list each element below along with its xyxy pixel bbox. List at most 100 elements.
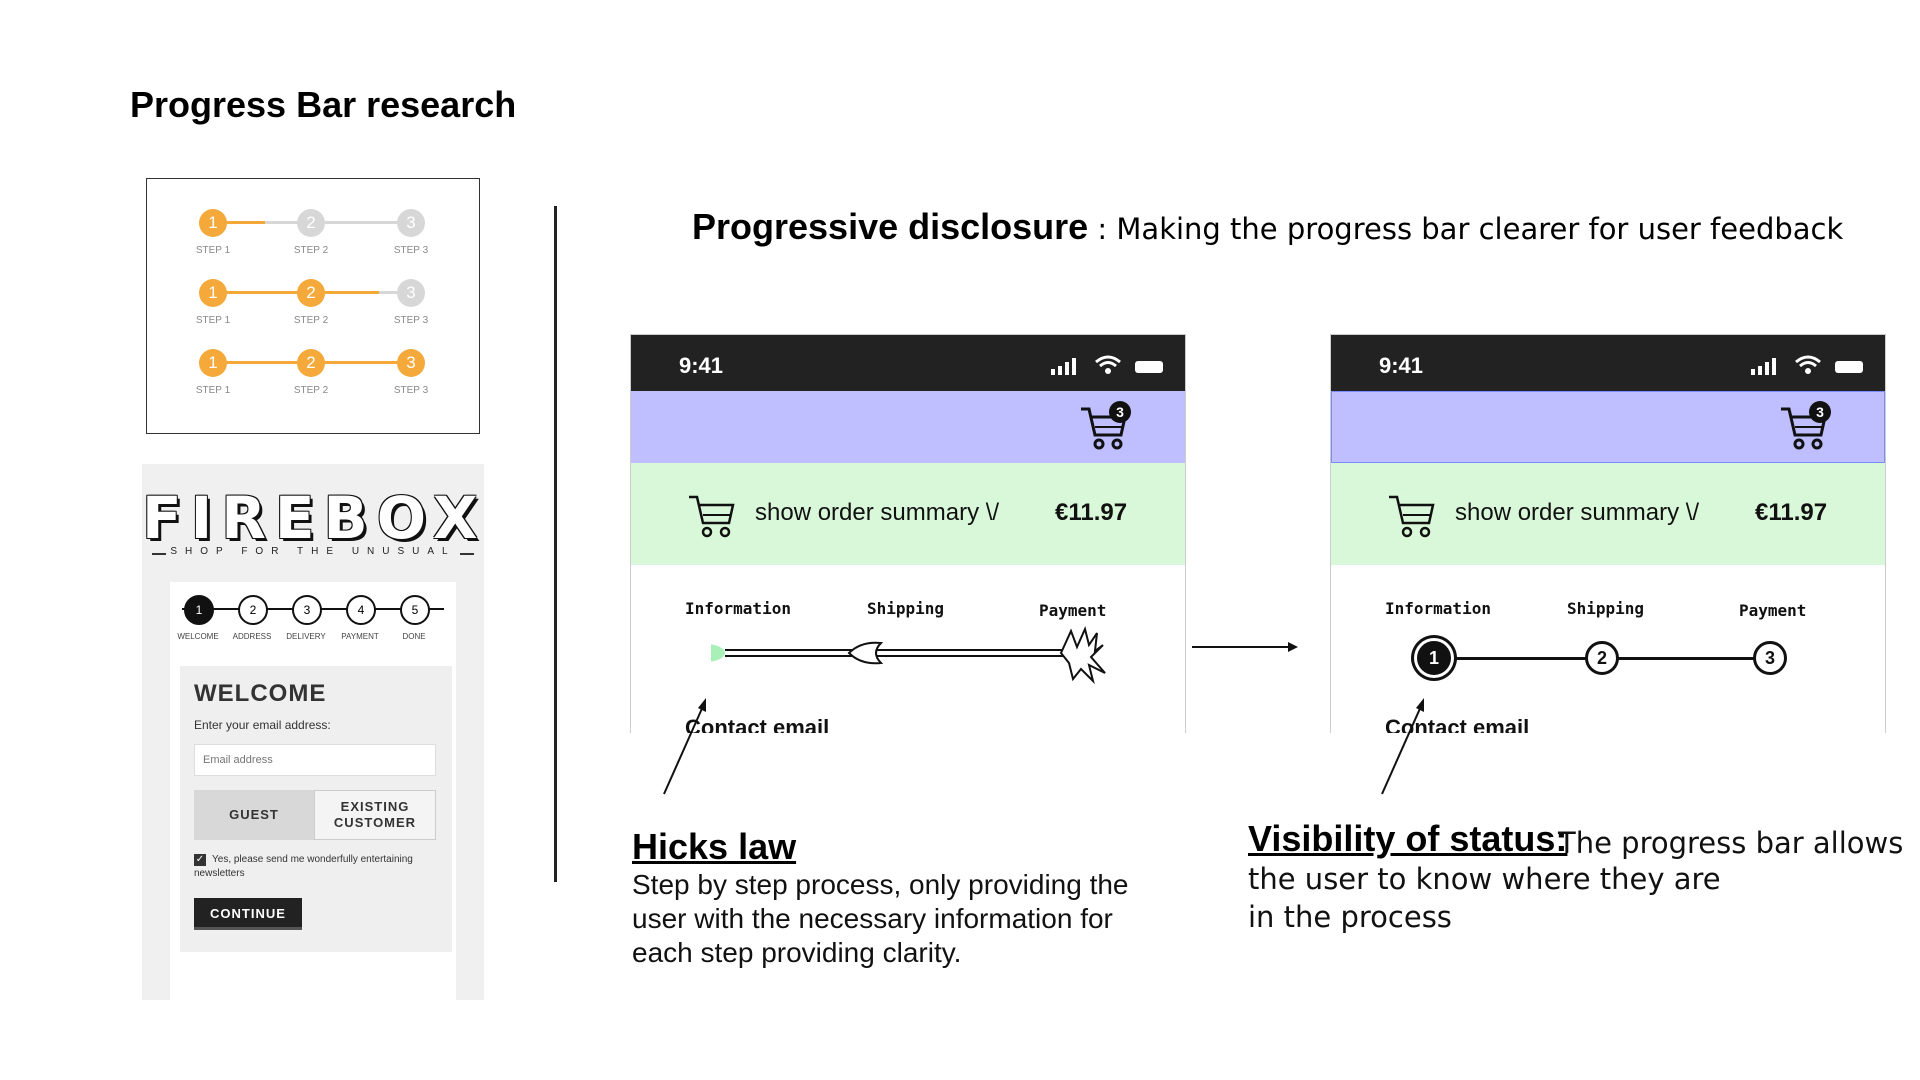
hicks-law-body: Step by step process, only providing the… (632, 869, 1129, 968)
newsletter-label-cont: newsletters (194, 868, 245, 879)
progress-label-payment: Payment (1739, 601, 1807, 620)
step-label: STEP 3 (393, 315, 429, 326)
visibility-body-line1: The progress bar allows (1558, 826, 1904, 860)
section-heading: Progressive disclosure : Making the prog… (692, 206, 1843, 248)
email-label: Enter your email address: (194, 718, 331, 732)
checkout-panel: 1 2 3 4 5 WELCOME ADDRESS DELIVERY PAYME… (170, 582, 456, 1000)
battery-icon (1135, 361, 1163, 373)
arrow-progress-graphic (711, 625, 1106, 685)
progress-line-empty (265, 221, 425, 224)
status-bar: 9:41 (631, 335, 1185, 391)
right-arrow-icon (1192, 642, 1298, 652)
progress-label-shipping: Shipping (867, 599, 945, 618)
step-label: STEP 1 (195, 385, 231, 396)
email-input[interactable] (194, 744, 436, 776)
status-time: 9:41 (1379, 353, 1424, 378)
step-label: STEP 1 (195, 245, 231, 256)
visibility-body-line3: in the process (1248, 900, 1452, 934)
newsletter-checkbox[interactable]: ✓ (194, 854, 206, 866)
firebox-checkout-example: FIREBOX SHOP FOR THE UNUSUAL 1 2 3 4 5 W… (142, 464, 484, 1000)
step-circle: 3 (397, 209, 425, 237)
progress-line-filled (209, 291, 379, 294)
step-label: STEP 3 (393, 385, 429, 396)
step-circle: 3 (397, 279, 425, 307)
pointer-arrow-icon (1381, 698, 1424, 795)
existing-label-line2: CUSTOMER (333, 815, 417, 830)
order-summary-bar[interactable]: show order summary \/ €11.97 (631, 463, 1185, 565)
contact-email-heading: Contact email (685, 715, 830, 733)
checkout-step-delivery: 3 (292, 595, 322, 625)
progress-label-information: Information (685, 599, 791, 618)
hicks-law-title: Hicks law (632, 826, 797, 867)
step-label: STEP 2 (293, 385, 329, 396)
step-label: STEP 1 (195, 315, 231, 326)
step-circle: 3 (397, 349, 425, 377)
step-circle: 1 (199, 349, 227, 377)
newsletter-label: Yes, please send me wonderfully entertai… (212, 854, 413, 865)
contact-email-heading: Contact email (1385, 715, 1530, 733)
step-row-3: 1 2 3 STEP 1 STEP 2 STEP 3 (147, 349, 479, 409)
welcome-form: WELCOME Enter your email address: GUEST … (180, 666, 452, 952)
generic-steps-example: 1 2 3 STEP 1 STEP 2 STEP 3 1 2 3 STEP 1 … (146, 178, 480, 434)
battery-icon (1835, 361, 1863, 373)
order-summary-toggle[interactable]: show order summary \/ (755, 499, 1000, 526)
progress-step-3: 3 (1753, 641, 1787, 675)
cart-icon (689, 495, 735, 538)
step-row-1: 1 2 3 STEP 1 STEP 2 STEP 3 (147, 209, 479, 269)
step-circle: 1 (199, 209, 227, 237)
checkout-step-label: DONE (402, 632, 426, 641)
existing-label-line1: EXISTING (340, 799, 410, 814)
order-total: €11.97 (1755, 499, 1828, 526)
signal-icon (1051, 358, 1076, 375)
checkout-step-address: 2 (238, 595, 268, 625)
order-summary-bar[interactable]: show order summary \/ €11.97 (1331, 463, 1885, 565)
order-summary-toggle[interactable]: show order summary \/ (1455, 499, 1700, 526)
pointer-arrow-icon (663, 698, 706, 795)
checkout-step-done: 5 (400, 595, 430, 625)
firebox-tagline: SHOP FOR THE UNUSUAL (142, 546, 484, 557)
progress-label-shipping: Shipping (1567, 599, 1645, 618)
step-circle: 2 (297, 209, 325, 237)
guest-button[interactable]: GUEST (194, 790, 314, 840)
step-circle: 1 (199, 279, 227, 307)
step-label: STEP 3 (393, 245, 429, 256)
progress-line-filled (209, 221, 265, 224)
checkout-step-label: PAYMENT (341, 632, 379, 641)
step-row-2: 1 2 3 STEP 1 STEP 2 STEP 3 (147, 279, 479, 339)
signal-icon (1751, 358, 1776, 375)
welcome-heading: WELCOME (194, 680, 327, 707)
step-circle: 2 (297, 349, 325, 377)
cart-badge: 3 (1809, 401, 1831, 423)
progress-step-1: 1 (1417, 641, 1451, 675)
wifi-icon (1095, 355, 1121, 374)
checkout-step-welcome: 1 (184, 595, 214, 625)
status-time: 9:41 (679, 353, 724, 378)
phone-mockup-before: 9:41 3 show order summary \/ €11.97 Info… (630, 334, 1186, 733)
order-total: €11.97 (1055, 499, 1128, 526)
existing-customer-button[interactable]: EXISTING CUSTOMER (314, 790, 436, 840)
progress-label-information: Information (1385, 599, 1491, 618)
checkout-step-label: ADDRESS (232, 632, 272, 641)
continue-button[interactable]: CONTINUE (194, 898, 302, 930)
checkout-step-payment: 4 (346, 595, 376, 625)
section-heading-sub: : Making the progress bar clearer for us… (1088, 212, 1844, 246)
page-title: Progress Bar research (130, 84, 517, 125)
vertical-divider (554, 206, 557, 882)
visibility-body-line2: the user to know where they are (1248, 862, 1721, 896)
cart-badge: 3 (1109, 401, 1131, 423)
cart-icon (1389, 495, 1435, 538)
checkout-step-label: WELCOME (177, 632, 219, 641)
step-circle: 2 (297, 279, 325, 307)
section-heading-bold: Progressive disclosure (692, 206, 1089, 247)
wifi-icon (1795, 355, 1821, 374)
step-label: STEP 2 (293, 315, 329, 326)
checkout-step-label: DELIVERY (286, 632, 326, 641)
progress-label-payment: Payment (1039, 601, 1107, 620)
progress-step-2: 2 (1585, 641, 1619, 675)
status-bar: 9:41 (1331, 335, 1885, 391)
phone-mockup-after: 9:41 3 show order summary \/ €11.97 Info… (1330, 334, 1886, 733)
visibility-title: Visibility of status: (1248, 818, 1568, 859)
step-label: STEP 2 (293, 245, 329, 256)
tagline-text: SHOP FOR THE UNUSUAL (166, 546, 460, 557)
firebox-logo: FIREBOX (142, 484, 487, 552)
